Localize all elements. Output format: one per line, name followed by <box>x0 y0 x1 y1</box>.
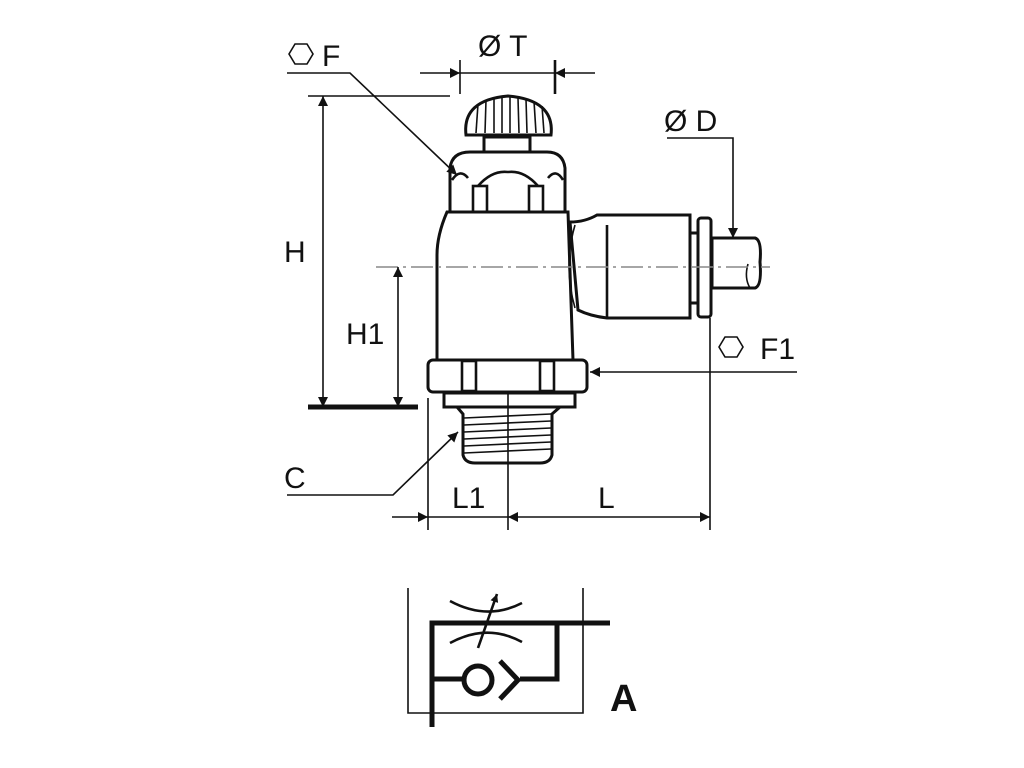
fitting-body <box>426 94 762 465</box>
upper-hex <box>448 150 567 214</box>
hex-f-label: F <box>322 40 340 73</box>
check-valve-ball <box>461 663 495 697</box>
diameter-d-label: Ø D <box>664 105 717 138</box>
main-body <box>435 210 575 362</box>
hexagon-icon <box>288 43 314 65</box>
tube <box>710 236 762 290</box>
h-label: H <box>284 236 306 269</box>
hexagon-icon <box>718 336 744 358</box>
symbol-label: A <box>610 678 637 720</box>
diameter-t-label: Ø T <box>478 30 527 63</box>
hex-f1-label: F1 <box>760 333 795 366</box>
lower-hex <box>426 358 589 394</box>
h1-label: H1 <box>346 318 384 351</box>
l-label: L <box>598 482 615 515</box>
c-label: C <box>284 462 306 495</box>
l1-label: L1 <box>452 482 485 515</box>
dimensions: Ø T F H H1 Ø D F1 C L1 L <box>284 30 797 530</box>
adjust-knob <box>464 94 553 137</box>
flow-control-symbol: A <box>407 588 637 727</box>
